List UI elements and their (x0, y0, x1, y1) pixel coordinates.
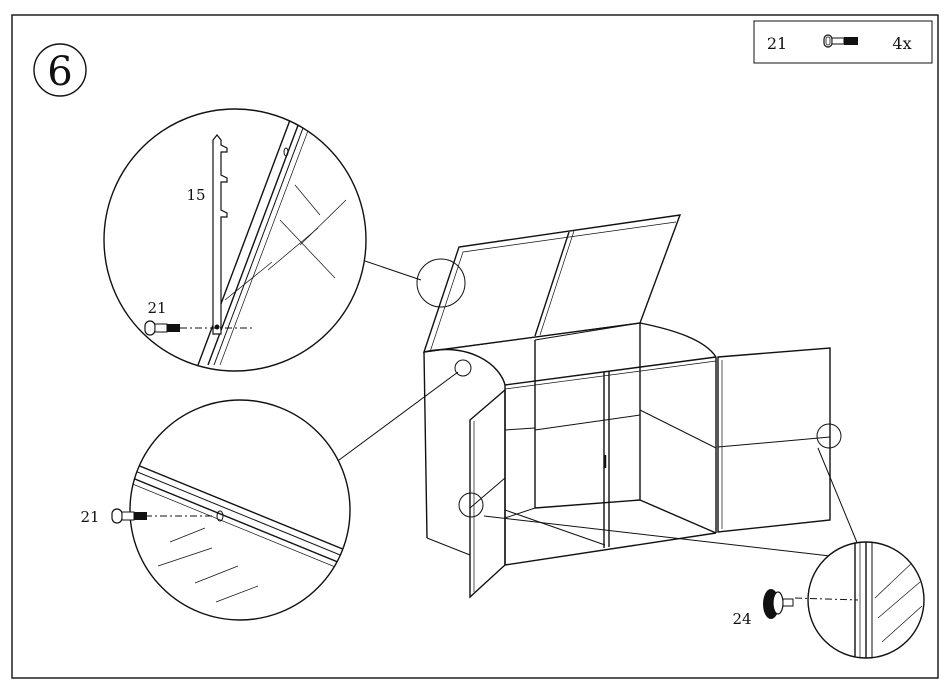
step-badge: 6 (34, 44, 86, 96)
right-door (718, 348, 830, 532)
shed-assembly (417, 215, 841, 597)
detail-top-bolt-label: 21 (147, 299, 166, 317)
step-number: 6 (47, 49, 72, 95)
detail-top: 15 21 (104, 109, 366, 371)
knob-part-24 (763, 589, 793, 619)
detail-middle-bolt-label: 21 (80, 508, 99, 526)
parts-box: 21 4x (754, 21, 932, 63)
shed-lid (424, 215, 680, 352)
knob-label: 24 (732, 610, 751, 628)
bolt-icon (824, 35, 858, 47)
parts-box-quantity: 4x (892, 34, 911, 53)
page-border (12, 15, 938, 678)
parts-box-part-number: 21 (767, 34, 787, 53)
detail-right (795, 540, 924, 660)
detail-top-part-label: 15 (186, 186, 205, 204)
detail-middle: 21 (80, 400, 350, 620)
